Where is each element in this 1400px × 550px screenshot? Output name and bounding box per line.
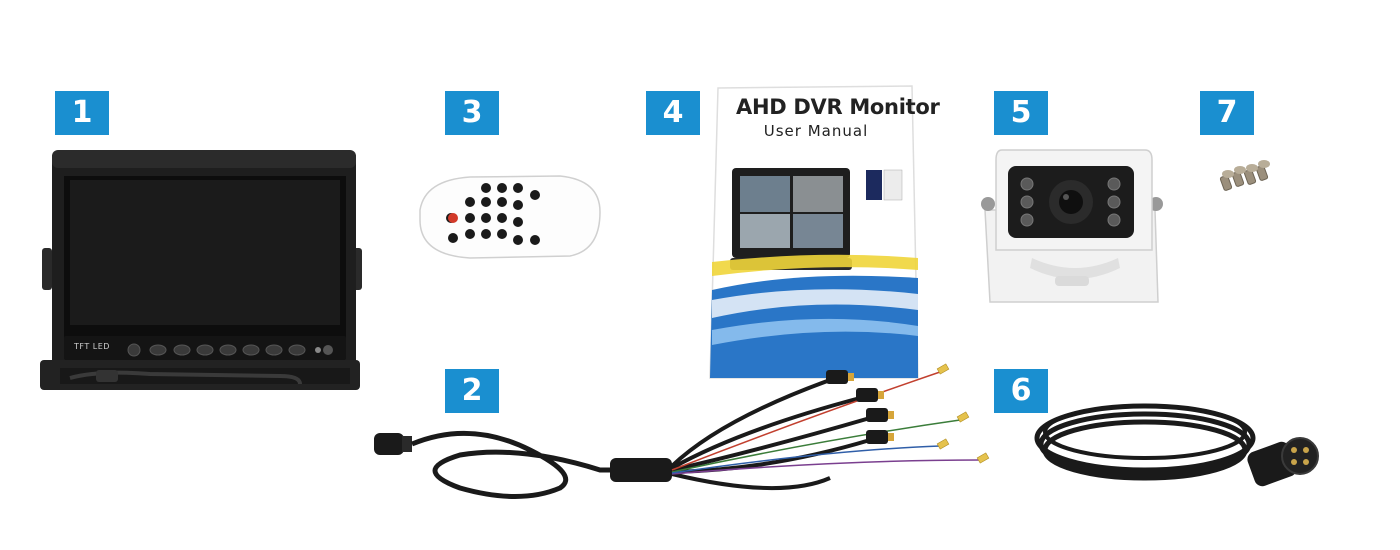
screws-icon <box>1219 160 1270 191</box>
manual-subtitle: User Manual <box>763 122 869 140</box>
badge-2: 2 <box>445 369 499 413</box>
extension-cable-icon <box>1034 403 1319 487</box>
remote-control-icon <box>419 175 601 259</box>
manual-title: AHD DVR Monitor <box>736 95 940 119</box>
camera-icon <box>981 149 1163 303</box>
badge-4: 4 <box>646 91 700 135</box>
monitor-icon <box>40 150 362 390</box>
badge-6: 6 <box>994 369 1048 413</box>
badge-7: 7 <box>1200 91 1254 135</box>
badge-5: 5 <box>994 91 1048 135</box>
user-manual-icon <box>709 85 919 379</box>
badge-3: 3 <box>445 91 499 135</box>
badge-1: 1 <box>55 91 109 135</box>
wiring-harness-icon <box>374 363 990 499</box>
monitor-brand-label: TFT LED <box>74 342 110 351</box>
